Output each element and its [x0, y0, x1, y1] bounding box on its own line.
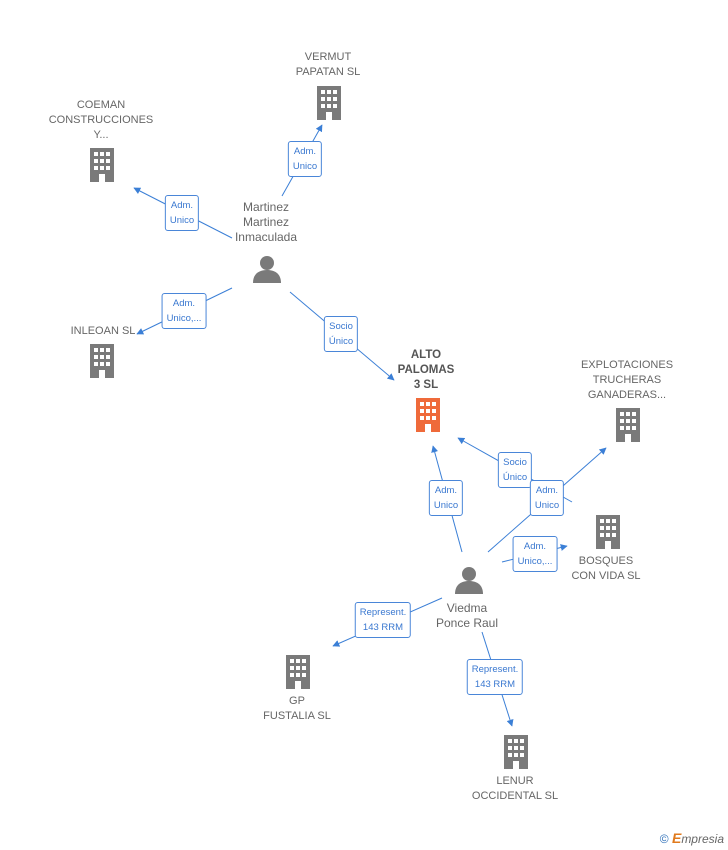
edge-label-viedma-gp[interactable]: Represent. 143 RRM — [354, 602, 412, 638]
node-label-bosques[interactable]: BOSQUES CON VIDA SL — [571, 555, 641, 582]
edge-label-viedma-explot[interactable]: Adm. Unico — [529, 480, 565, 516]
building-icon-bosques[interactable] — [592, 515, 624, 554]
building-icon — [596, 515, 620, 549]
building-icon-alto-main[interactable] — [412, 398, 444, 437]
building-icon — [616, 408, 640, 442]
building-icon-vermut[interactable] — [313, 86, 345, 125]
node-label-gp[interactable]: GP FUSTALIA SL — [263, 695, 331, 722]
building-icon — [90, 148, 114, 182]
building-icon — [317, 86, 341, 120]
building-icon — [90, 344, 114, 378]
node-label-lenur[interactable]: LENUR OCCIDENTAL SL — [471, 775, 559, 802]
person-icon — [455, 567, 483, 594]
edge-label-viedma-alto[interactable]: Adm. Unico — [428, 480, 464, 516]
node-label-viedma[interactable]: Viedma Ponce Raul — [435, 601, 499, 630]
edge-label-bosques-alto[interactable]: Socio Único — [497, 452, 533, 488]
node-label-inleoan[interactable]: INLEOAN SL — [70, 325, 136, 337]
building-icon — [286, 655, 310, 689]
building-icon-inleoan[interactable] — [86, 344, 118, 383]
building-icon — [416, 398, 440, 432]
edge-label-martinez-alto[interactable]: Socio Único — [323, 316, 359, 352]
edge-label-viedma-bosques[interactable]: Adm. Unico,... — [512, 536, 558, 572]
edge-label-martinez-coeman[interactable]: Adm. Unico — [164, 195, 200, 231]
edge-label-martinez-vermut[interactable]: Adm. Unico — [287, 141, 323, 177]
node-label-martinez[interactable]: Martinez Martinez Inmaculada — [234, 200, 298, 244]
edge-label-martinez-inleoan[interactable]: Adm. Unico,... — [161, 293, 207, 329]
building-icon-explot[interactable] — [612, 408, 644, 447]
brand-logo-text: mpresia — [681, 832, 724, 846]
node-label-explot[interactable]: EXPLOTACIONES TRUCHERAS GANADERAS... — [580, 359, 674, 401]
building-icon — [504, 735, 528, 769]
building-icon-coeman[interactable] — [86, 148, 118, 187]
copyright-icon: © — [659, 832, 669, 846]
building-icon-lenur[interactable] — [500, 735, 532, 774]
person-icon-viedma[interactable] — [454, 566, 484, 599]
brand-footer: © Empresia — [660, 830, 724, 846]
person-icon — [253, 256, 281, 283]
edge-label-viedma-lenur[interactable]: Represent. 143 RRM — [466, 659, 524, 695]
node-label-alto-main[interactable]: ALTO PALOMAS 3 SL — [397, 349, 455, 391]
node-label-vermut[interactable]: VERMUT PAPATAN SL — [295, 51, 361, 78]
building-icon-gp[interactable] — [282, 655, 314, 694]
brand-logo-initial: E — [671, 830, 682, 846]
person-icon-martinez[interactable] — [252, 255, 282, 288]
node-label-coeman[interactable]: COEMAN CONSTRUCCIONES Y... — [48, 99, 154, 141]
